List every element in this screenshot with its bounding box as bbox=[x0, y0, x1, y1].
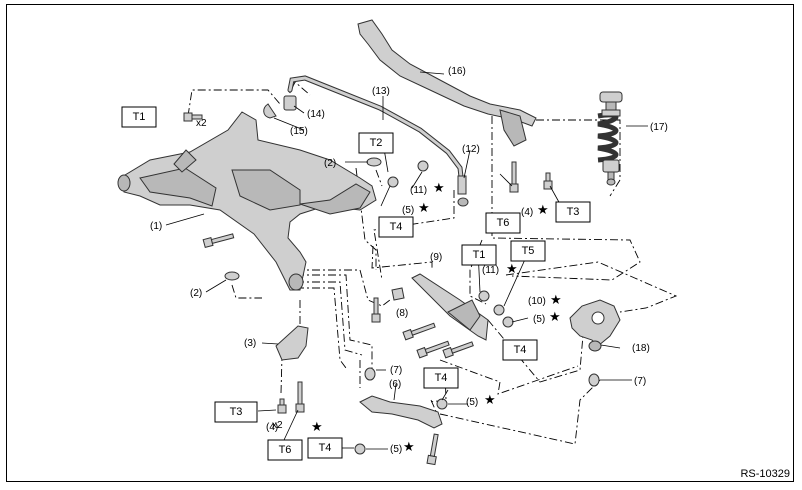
shock-absorber bbox=[597, 91, 623, 186]
svg-text:T6: T6 bbox=[279, 444, 292, 456]
svg-text:T4: T4 bbox=[390, 221, 403, 233]
callout-11-lower: (11) bbox=[482, 265, 499, 276]
upper-link-bar bbox=[357, 19, 537, 147]
callout-8: (8) bbox=[396, 308, 408, 319]
bushings bbox=[224, 157, 600, 387]
torque-box-t4-upper: T4 bbox=[378, 216, 414, 238]
torque-box-t3-lower: T3 bbox=[214, 401, 258, 423]
callout-5-upper: (5) bbox=[402, 205, 414, 216]
torque-box-t4-right: T4 bbox=[502, 339, 538, 361]
torque-box-t4-lower: T4 bbox=[307, 437, 343, 459]
lower-link bbox=[359, 395, 443, 429]
torque-box-t6-upper: T6 bbox=[485, 212, 521, 234]
callout-13: (13) bbox=[372, 86, 390, 97]
stabilizer-bushing bbox=[263, 95, 297, 119]
star-4-upper: ★ bbox=[537, 203, 549, 218]
svg-text:T4: T4 bbox=[435, 372, 448, 384]
torque-box-t2: T2 bbox=[358, 132, 394, 154]
star-4-lower: ★ bbox=[311, 420, 323, 435]
callout-10: (10) bbox=[528, 296, 546, 307]
svg-text:T6: T6 bbox=[497, 217, 510, 229]
nuts bbox=[354, 160, 514, 455]
svg-text:T5: T5 bbox=[522, 245, 535, 257]
callout-14: (14) bbox=[307, 109, 325, 120]
callout-7-right: (7) bbox=[634, 376, 646, 387]
callout-16: (16) bbox=[448, 66, 466, 77]
svg-text:T4: T4 bbox=[514, 344, 527, 356]
callout-17: (17) bbox=[650, 122, 668, 133]
stars: ★ ★ ★ ★ ★ ★ ★ ★ ★ bbox=[311, 181, 562, 455]
subframe-crossmember bbox=[117, 111, 377, 291]
svg-text:T4: T4 bbox=[319, 442, 332, 454]
stabilizer-link bbox=[457, 175, 469, 207]
bolts bbox=[183, 112, 553, 466]
callout-5-mid: (5) bbox=[466, 397, 478, 408]
bracket bbox=[275, 325, 309, 361]
svg-text:T3: T3 bbox=[567, 206, 580, 218]
star-11-lower: ★ bbox=[506, 262, 518, 277]
callout-2-upper: (2) bbox=[324, 158, 336, 169]
callout-11-upper: (11) bbox=[410, 185, 427, 196]
star-5-upper: ★ bbox=[418, 201, 430, 216]
torque-box-t1-mid: T1 bbox=[461, 244, 497, 266]
torque-box-t6-lower: T6 bbox=[267, 439, 303, 461]
multiplier-x2-top: x2 bbox=[196, 118, 207, 129]
callout-7-left: (7) bbox=[390, 365, 402, 376]
callout-6: (6) bbox=[389, 379, 401, 390]
svg-text:T3: T3 bbox=[230, 406, 243, 418]
svg-text:T1: T1 bbox=[133, 111, 146, 123]
svg-text:T2: T2 bbox=[370, 137, 383, 149]
svg-text:T1: T1 bbox=[473, 249, 486, 261]
callout-5-right: (5) bbox=[533, 314, 545, 325]
rear-knuckle bbox=[569, 299, 621, 352]
star-11-upper: ★ bbox=[433, 181, 445, 196]
torque-box-t3-upper: T3 bbox=[555, 201, 591, 223]
callout-12: (12) bbox=[462, 144, 480, 155]
callout-5-lower: (5) bbox=[390, 444, 402, 455]
torque-box-t1-top: T1 bbox=[121, 106, 157, 128]
leader-lines bbox=[165, 71, 648, 450]
stabilizer-bar bbox=[287, 75, 465, 189]
star-10: ★ bbox=[550, 293, 562, 308]
callout-1: (1) bbox=[150, 221, 162, 232]
trailing-link bbox=[411, 273, 489, 341]
diagram-frame bbox=[6, 4, 794, 482]
multiplier-x2-bottom: x2 bbox=[272, 420, 283, 431]
callout-15: (15) bbox=[290, 126, 308, 137]
callout-3: (3) bbox=[244, 338, 256, 349]
callout-2-lower: (2) bbox=[190, 288, 202, 299]
torque-box-t5: T5 bbox=[510, 240, 546, 262]
star-5-lower: ★ bbox=[403, 440, 415, 455]
callout-4-lower: (4) bbox=[266, 422, 278, 433]
diagram-code: RS-10329 bbox=[740, 468, 790, 480]
callout-9: (9) bbox=[430, 252, 442, 263]
callout-18: (18) bbox=[632, 343, 650, 354]
star-5-right: ★ bbox=[549, 310, 561, 325]
callout-4-upper: (4) bbox=[521, 207, 533, 218]
callout-labels: (1) (2) (2) (3) (4) (4) (5) (5) (5) (5) … bbox=[150, 66, 668, 455]
star-5-mid: ★ bbox=[484, 393, 496, 408]
torque-box-t4-mid: T4 bbox=[423, 367, 459, 389]
